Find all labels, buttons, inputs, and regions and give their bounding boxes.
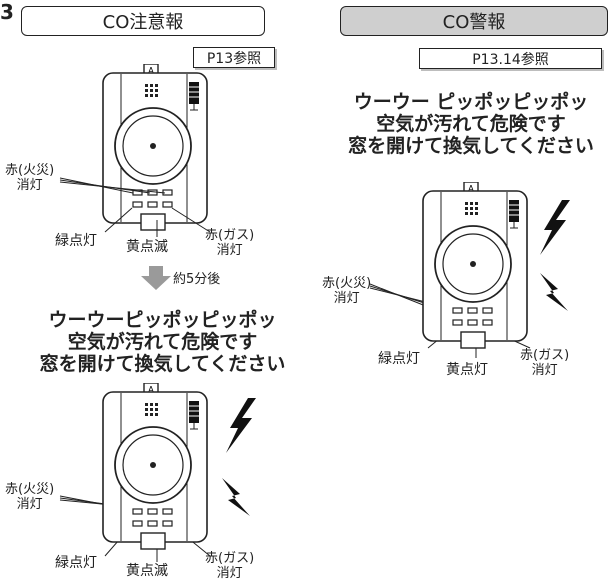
right-voice-text: ウーウー ピッポッピッポッ 空気が汚れて危険です 窓を開けて換気してください <box>348 91 594 157</box>
right-label-yellow: 黄点灯 <box>446 362 488 378</box>
co-detector-icon <box>422 182 528 349</box>
left-voice-text: ウーウーピッポッピッポッ 空気が汚れて危険です 窓を開けて換気してください <box>39 309 286 375</box>
step-marker: 3 <box>0 0 14 24</box>
left-page-ref: P13参照 <box>193 47 275 68</box>
arrow-text: 約5分後 <box>173 272 221 287</box>
label-red-gas: 赤(ガス)消灯 <box>205 228 255 258</box>
label-green: 緑点灯 <box>55 233 97 249</box>
right-label-red-fire: 赤(火災)消灯 <box>322 276 372 306</box>
label-red-fire-2: 赤(火災)消灯 <box>5 482 55 512</box>
lightning-icon <box>540 200 570 255</box>
down-arrow-icon <box>141 266 171 290</box>
right-label-green: 緑点灯 <box>378 351 420 367</box>
label-yellow-2: 黄点滅 <box>126 563 168 579</box>
right-label-red-gas: 赤(ガス)消灯 <box>520 348 570 378</box>
lightning-icon <box>226 398 256 453</box>
co-caution-header: CO注意報 <box>21 6 265 36</box>
lightning-icon <box>222 478 250 516</box>
label-green-2: 緑点灯 <box>55 555 97 571</box>
right-page-ref: P13.14参照 <box>419 48 602 69</box>
lightning-icon <box>540 273 568 311</box>
co-detector-icon <box>102 383 208 550</box>
label-red-gas-2: 赤(ガス)消灯 <box>205 551 255 581</box>
label-yellow: 黄点滅 <box>126 239 168 255</box>
label-red-fire: 赤(火災)消灯 <box>5 163 55 193</box>
co-alarm-header: CO警報 <box>340 6 608 36</box>
